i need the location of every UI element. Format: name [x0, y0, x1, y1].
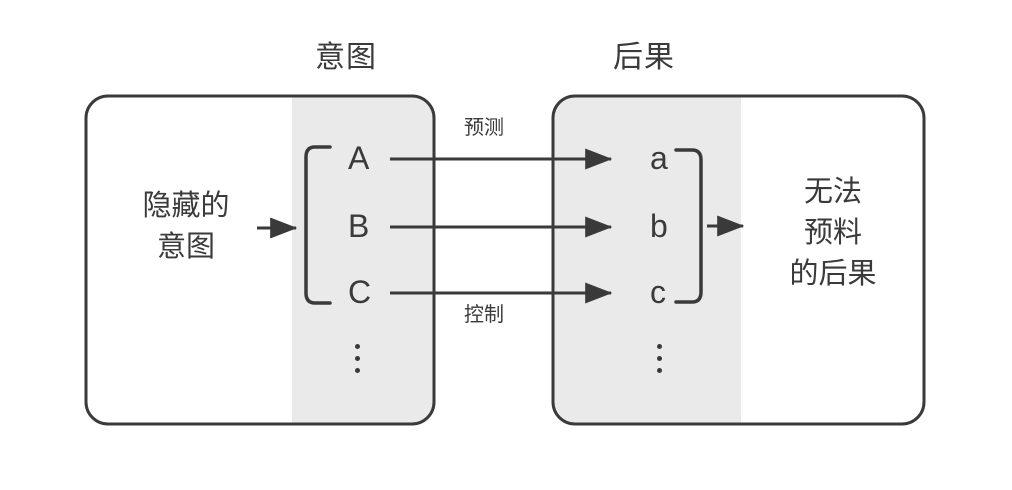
intent-item-C: C — [348, 274, 372, 310]
ellipsis-dot — [355, 356, 360, 361]
outcome-line-1: 无法 — [803, 176, 862, 208]
left-panel-group — [84, 94, 436, 426]
left-panel-shaded-region — [292, 96, 434, 424]
right-panel-shaded-region — [553, 96, 741, 424]
consequence-item-c: c — [650, 274, 666, 310]
left-panel-title: 意图 — [315, 41, 377, 74]
hidden-intent-line-2: 意图 — [156, 231, 215, 264]
edge-label-control: 控制 — [464, 304, 504, 326]
intent-item-B: B — [348, 208, 370, 244]
right-panel-title: 后果 — [613, 41, 675, 74]
ellipsis-dot — [355, 368, 360, 373]
hidden-intent-text: 隐藏的 意图 — [116, 186, 256, 268]
edge-label-prediction: 预测 — [464, 117, 504, 139]
unpredictable-outcome-text: 无法 预料 的后果 — [758, 172, 908, 296]
intent-item-A: A — [348, 140, 370, 176]
consequence-item-b: b — [650, 208, 668, 244]
intent-ellipsis-icon — [355, 344, 360, 373]
ellipsis-dot — [355, 344, 360, 349]
consequence-ellipsis-icon — [657, 344, 662, 373]
ellipsis-dot — [657, 368, 662, 373]
right-panel-border — [551, 94, 926, 426]
right-bracket-icon — [674, 148, 703, 304]
left-panel-border — [84, 94, 436, 426]
left-bracket-icon — [304, 145, 332, 305]
ellipsis-dot — [657, 356, 662, 361]
consequence-item-a: a — [650, 140, 668, 176]
right-panel-group — [551, 94, 926, 426]
outcome-line-3: 的后果 — [789, 258, 877, 291]
ellipsis-dot — [657, 344, 662, 349]
outcome-line-2: 预料 — [803, 217, 862, 250]
hidden-intent-line-1: 隐藏的 — [142, 190, 230, 222]
